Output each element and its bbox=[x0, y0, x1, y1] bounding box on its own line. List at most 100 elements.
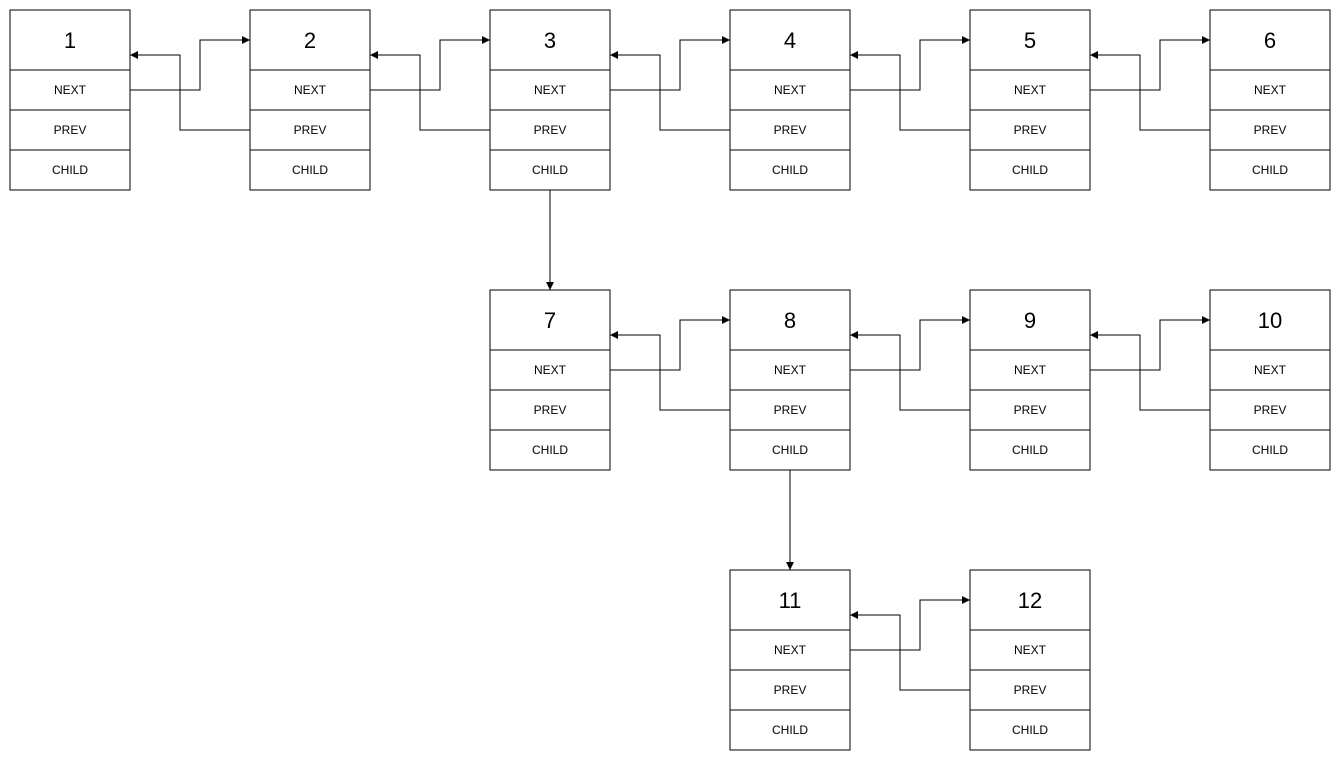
prev-link-4-3 bbox=[610, 51, 730, 131]
node-6-title-box bbox=[1209, 9, 1331, 71]
node-11-prev-label: PREV bbox=[774, 683, 807, 697]
edges-layer bbox=[130, 36, 1210, 691]
node-2-prev-field bbox=[249, 109, 371, 151]
node-12-child-label: CHILD bbox=[1012, 723, 1048, 737]
node-8-prev-field bbox=[729, 389, 851, 431]
node-2-next-label: NEXT bbox=[294, 83, 327, 97]
node-4-prev-field bbox=[729, 109, 851, 151]
node-5-next-field bbox=[969, 69, 1091, 111]
node-6-child-field bbox=[1209, 149, 1331, 191]
next-link-3-4 bbox=[610, 36, 730, 91]
node-7-prev-label: PREV bbox=[534, 403, 567, 417]
node-7-child-label: CHILD bbox=[532, 443, 568, 457]
node-5-prev-label: PREV bbox=[1014, 123, 1047, 137]
node-10-prev-field bbox=[1209, 389, 1331, 431]
node-4-child-label: CHILD bbox=[772, 163, 808, 177]
node-1-child-label: CHILD bbox=[52, 163, 88, 177]
node-9-label: 9 bbox=[1024, 308, 1036, 333]
node-9-prev-label: PREV bbox=[1014, 403, 1047, 417]
node-12-child-field bbox=[969, 709, 1091, 751]
next-link-5-6 bbox=[1090, 36, 1210, 91]
node-3-child-label: CHILD bbox=[532, 163, 568, 177]
next-link-11-12 bbox=[850, 596, 970, 651]
node-4-child-field bbox=[729, 149, 851, 191]
node-9-next-label: NEXT bbox=[1014, 363, 1047, 377]
node-3-next-field bbox=[489, 69, 611, 111]
node-8-child-field bbox=[729, 429, 851, 471]
node-7-next-label: NEXT bbox=[534, 363, 567, 377]
node-1-next-label: NEXT bbox=[54, 83, 87, 97]
prev-link-10-9 bbox=[1090, 331, 1210, 411]
prev-link-8-7 bbox=[610, 331, 730, 411]
node-4-title-box bbox=[729, 9, 851, 71]
node-6-child-label: CHILD bbox=[1252, 163, 1288, 177]
prev-link-3-2 bbox=[370, 51, 490, 131]
node-3-title-box bbox=[489, 9, 611, 71]
node-10-child-label: CHILD bbox=[1252, 443, 1288, 457]
node-12-next-field bbox=[969, 629, 1091, 671]
node-4-prev-label: PREV bbox=[774, 123, 807, 137]
node-9-next-field bbox=[969, 349, 1091, 391]
node-7-prev-field bbox=[489, 389, 611, 431]
node-7-title-box bbox=[489, 289, 611, 351]
node-3-child-field bbox=[489, 149, 611, 191]
node-6-prev-label: PREV bbox=[1254, 123, 1287, 137]
node-5-child-label: CHILD bbox=[1012, 163, 1048, 177]
node-8-label: 8 bbox=[784, 308, 796, 333]
node-5-child-field bbox=[969, 149, 1091, 191]
prev-link-6-5 bbox=[1090, 51, 1210, 131]
nodes-layer: 1NEXTPREVCHILD2NEXTPREVCHILD3NEXTPREVCHI… bbox=[9, 9, 1331, 751]
node-1-title-box bbox=[9, 9, 131, 71]
node-6-next-label: NEXT bbox=[1254, 83, 1287, 97]
node-1-child-field bbox=[9, 149, 131, 191]
node-10-child-field bbox=[1209, 429, 1331, 471]
next-link-8-9 bbox=[850, 316, 970, 371]
node-8-child-label: CHILD bbox=[772, 443, 808, 457]
node-4-next-field bbox=[729, 69, 851, 111]
node-11-label: 11 bbox=[779, 588, 802, 613]
node-11-next-field bbox=[729, 629, 851, 671]
node-2-prev-label: PREV bbox=[294, 123, 327, 137]
node-9-title-box bbox=[969, 289, 1091, 351]
node-11-prev-field bbox=[729, 669, 851, 711]
node-10-next-label: NEXT bbox=[1254, 363, 1287, 377]
prev-link-2-1 bbox=[130, 51, 250, 131]
node-2-child-field bbox=[249, 149, 371, 191]
node-10-label: 10 bbox=[1258, 308, 1282, 333]
node-5-label: 5 bbox=[1024, 28, 1036, 53]
node-8-next-label: NEXT bbox=[774, 363, 807, 377]
node-9-child-label: CHILD bbox=[1012, 443, 1048, 457]
node-7-label: 7 bbox=[544, 308, 556, 333]
node-8-title-box bbox=[729, 289, 851, 351]
node-6-label: 6 bbox=[1264, 28, 1276, 53]
node-12-label: 12 bbox=[1018, 588, 1042, 613]
node-4-next-label: NEXT bbox=[774, 83, 807, 97]
node-10-prev-label: PREV bbox=[1254, 403, 1287, 417]
node-7-child-field bbox=[489, 429, 611, 471]
node-2-child-label: CHILD bbox=[292, 163, 328, 177]
node-5-next-label: NEXT bbox=[1014, 83, 1047, 97]
next-link-7-8 bbox=[610, 316, 730, 371]
next-link-4-5 bbox=[850, 36, 970, 91]
prev-link-5-4 bbox=[850, 51, 970, 131]
node-4-label: 4 bbox=[784, 28, 796, 53]
prev-link-9-8 bbox=[850, 331, 970, 411]
next-link-2-3 bbox=[370, 36, 490, 91]
node-3-next-label: NEXT bbox=[534, 83, 567, 97]
node-11-next-label: NEXT bbox=[774, 643, 807, 657]
node-2-label: 2 bbox=[304, 28, 316, 53]
node-9-prev-field bbox=[969, 389, 1091, 431]
node-1-prev-field bbox=[9, 109, 131, 151]
